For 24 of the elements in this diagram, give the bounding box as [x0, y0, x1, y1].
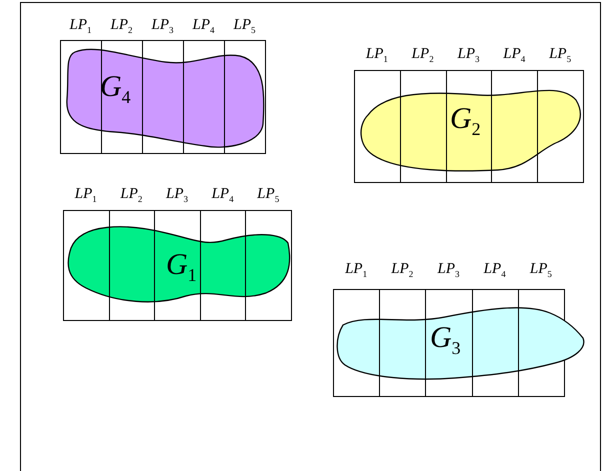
- column-label: LP$_{3}$: [438, 262, 460, 279]
- column-label: LP$_{4}$: [484, 262, 506, 279]
- column-label: LP$_{4}$: [503, 47, 526, 64]
- column-label: LP$_{2}$: [412, 47, 434, 64]
- column-label: LP$_{4}$: [212, 187, 234, 204]
- column-label: LP$_{2}$: [120, 187, 142, 204]
- column-label: LP$_{4}$: [192, 18, 214, 35]
- column-label: LP$_{3}$: [166, 187, 188, 204]
- column-label: LP$_{5}$: [530, 262, 552, 279]
- column-label: LP$_{2}$: [391, 262, 414, 279]
- region-label: G$_{3}$: [430, 323, 461, 357]
- column-label: LP$_{1}$: [74, 187, 97, 204]
- column-label: LP$_{2}$: [110, 18, 132, 35]
- column-label: LP$_{3}$: [152, 18, 174, 35]
- column-label: LP$_{5}$: [257, 187, 280, 204]
- column-label: LP$_{1}$: [70, 18, 92, 35]
- region-label: G$_{2}$: [450, 104, 481, 138]
- region-label: G$_{1}$: [166, 250, 197, 284]
- column-label: LP$_{3}$: [458, 47, 480, 64]
- region-label: G$_{4}$: [100, 72, 131, 106]
- column-label: LP$_{5}$: [234, 18, 256, 35]
- column-label: LP$_{1}$: [345, 262, 368, 279]
- column-label: LP$_{1}$: [366, 47, 388, 64]
- column-label: LP$_{5}$: [549, 47, 572, 64]
